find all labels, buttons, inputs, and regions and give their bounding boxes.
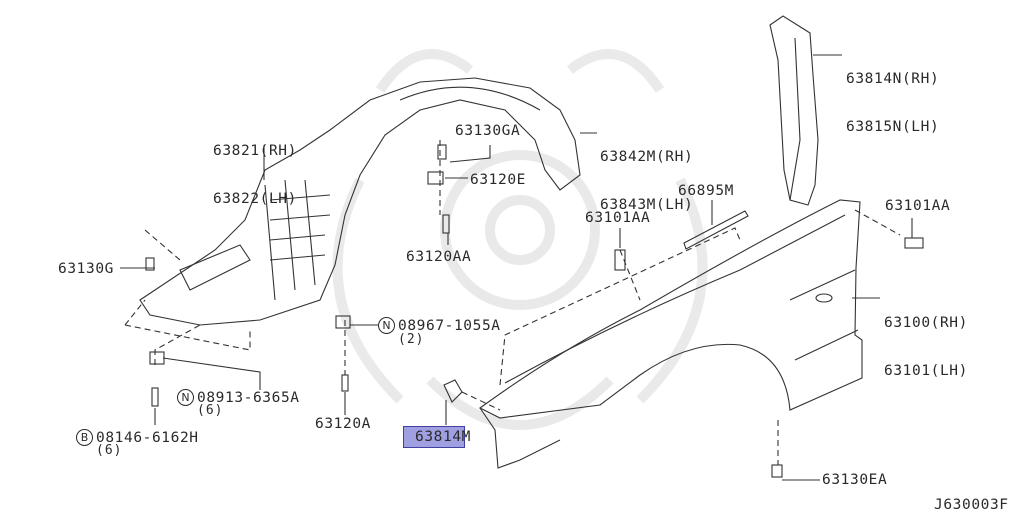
part-number-lh: 63822(LH) bbox=[213, 191, 297, 207]
quantity-label: (6) bbox=[96, 443, 123, 458]
n-marker-icon: N bbox=[378, 317, 395, 334]
part-label-insulator[interactable]: 63814N(RH) 63815N(LH) bbox=[846, 39, 939, 167]
part-number-rh: 63842M(RH) bbox=[600, 149, 694, 165]
part-label-inner-fender-front[interactable]: 63821(RH) 63822(LH) bbox=[213, 111, 297, 239]
bolt-icon bbox=[614, 249, 626, 271]
part-number-rh: 63814N(RH) bbox=[846, 71, 940, 87]
part-label-63130G[interactable]: 63130G bbox=[58, 261, 114, 277]
nut-icon bbox=[427, 171, 444, 185]
bolt-icon bbox=[904, 237, 924, 249]
part-label-08146-6162H[interactable]: 08146-6162H bbox=[96, 430, 199, 446]
highlight-box bbox=[403, 426, 465, 448]
screw-icon bbox=[151, 387, 159, 407]
part-label-63101AA-right[interactable]: 63101AA bbox=[885, 198, 951, 214]
screw-icon bbox=[341, 374, 349, 392]
part-number-lh: 63815N(LH) bbox=[846, 119, 940, 135]
watermark-crest-icon bbox=[332, 49, 708, 430]
part-label-63120AA[interactable]: 63120AA bbox=[406, 249, 472, 265]
part-number-rh: 63821(RH) bbox=[213, 143, 297, 159]
part-number-lh: 63101(LH) bbox=[884, 363, 968, 379]
diagram-code: J630003F bbox=[934, 497, 1009, 513]
part-label-08967-1055A[interactable]: 08967-1055A bbox=[398, 318, 501, 334]
quantity-label: (6) bbox=[197, 403, 224, 418]
clip-icon bbox=[437, 144, 447, 160]
part-label-63130GA[interactable]: 63130GA bbox=[455, 123, 521, 139]
part-label-63130EA[interactable]: 63130EA bbox=[822, 472, 888, 488]
part-label-63814M[interactable]: 63814M bbox=[415, 429, 471, 445]
quantity-label: (2) bbox=[398, 332, 425, 347]
part-label-63101AA-mid[interactable]: 63101AA bbox=[585, 210, 651, 226]
part-label-front-fender[interactable]: 63100(RH) 63101(LH) bbox=[884, 283, 968, 411]
part-number-rh: 63100(RH) bbox=[884, 315, 968, 331]
part-number-lh: 63843M(LH) bbox=[600, 197, 694, 213]
clip-icon bbox=[771, 464, 783, 478]
part-label-08913-6365A[interactable]: 08913-6365A bbox=[197, 390, 300, 406]
screw-icon bbox=[442, 214, 450, 234]
b-marker-icon: B bbox=[76, 429, 93, 446]
nut-icon bbox=[335, 315, 351, 329]
part-label-63120E[interactable]: 63120E bbox=[470, 172, 526, 188]
part-label-inner-fender-rear[interactable]: 63842M(RH) 63843M(LH) bbox=[600, 117, 693, 245]
part-label-63120A[interactable]: 63120A bbox=[315, 416, 371, 432]
n-marker-icon: N bbox=[177, 389, 194, 406]
nut-icon bbox=[149, 351, 165, 365]
part-label-66895M[interactable]: 66895M bbox=[678, 183, 734, 199]
clip-icon bbox=[145, 257, 155, 271]
